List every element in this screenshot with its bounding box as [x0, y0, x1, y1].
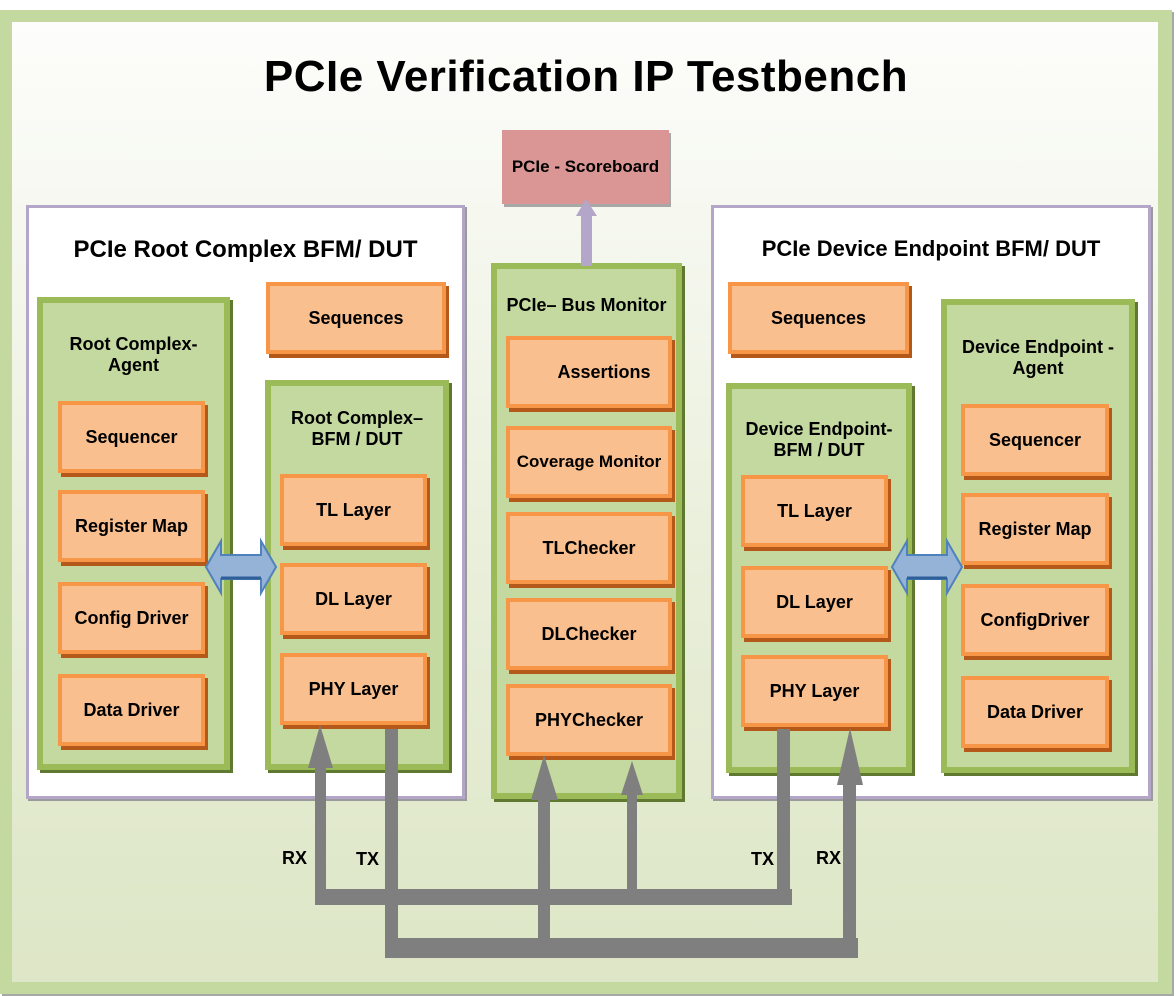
- device-endpoint-agent-title: Device Endpoint - Agent: [961, 337, 1114, 378]
- de-phy-layer: PHY Layer: [741, 655, 888, 727]
- root-complex-bfm-title: Root Complex– BFM / DUT: [290, 408, 423, 449]
- de-agent-data-driver: Data Driver: [961, 676, 1109, 748]
- rc-tx-label: TX: [356, 849, 380, 869]
- rc-agent-bfm-link-arrow: [204, 537, 278, 597]
- monitor-to-scoreboard-arrow: [576, 199, 597, 266]
- de-agent-register-map: Register Map: [961, 493, 1109, 565]
- rc-agent-data-driver: Data Driver: [58, 674, 205, 746]
- bus-monitor-dl-checker: DLChecker: [506, 598, 672, 670]
- de-dl-layer: DL Layer: [741, 566, 888, 638]
- bus-monitor-phy-checker: PHYChecker: [506, 684, 672, 756]
- bus-upper: [308, 725, 792, 905]
- de-bfm-agent-link-arrow: [890, 537, 964, 597]
- bus-lower: [385, 728, 863, 958]
- root-complex-agent-title: Root Complex- Agent: [69, 334, 198, 375]
- de-agent-sequencer: Sequencer: [961, 404, 1109, 476]
- rc-agent-sequencer: Sequencer: [58, 401, 205, 473]
- root-complex-sequences: Sequences: [266, 282, 446, 354]
- rc-agent-register-map: Register Map: [58, 490, 205, 562]
- bus-monitor-title: PCIe– Bus Monitor: [506, 295, 667, 315]
- diagram-title: PCIe Verification IP Testbench: [263, 52, 909, 101]
- rc-phy-layer: PHY Layer: [280, 653, 427, 725]
- de-tx-label: TX: [751, 849, 775, 869]
- rc-agent-config-driver: Config Driver: [58, 582, 205, 654]
- de-tl-layer: TL Layer: [741, 475, 888, 547]
- rc-rx-label: RX: [282, 848, 308, 868]
- bus-monitor-tl-checker: TLChecker: [506, 512, 672, 584]
- de-agent-config-driver: ConfigDriver: [961, 584, 1109, 656]
- bus-monitor-coverage: Coverage Monitor: [506, 426, 672, 498]
- root-complex-title: PCIe Root Complex BFM/ DUT: [73, 236, 418, 263]
- device-endpoint-title: PCIe Device Endpoint BFM/ DUT: [761, 236, 1101, 261]
- rc-dl-layer: DL Layer: [280, 563, 427, 635]
- rc-tl-layer: TL Layer: [280, 474, 427, 546]
- de-rx-label: RX: [816, 848, 842, 868]
- device-endpoint-sequences: Sequences: [728, 282, 909, 354]
- device-endpoint-bfm-title: Device Endpoint- BFM / DUT: [745, 419, 893, 460]
- scoreboard-box: PCIe - Scoreboard: [502, 130, 669, 204]
- bus-monitor-assertions: Assertions: [506, 336, 672, 408]
